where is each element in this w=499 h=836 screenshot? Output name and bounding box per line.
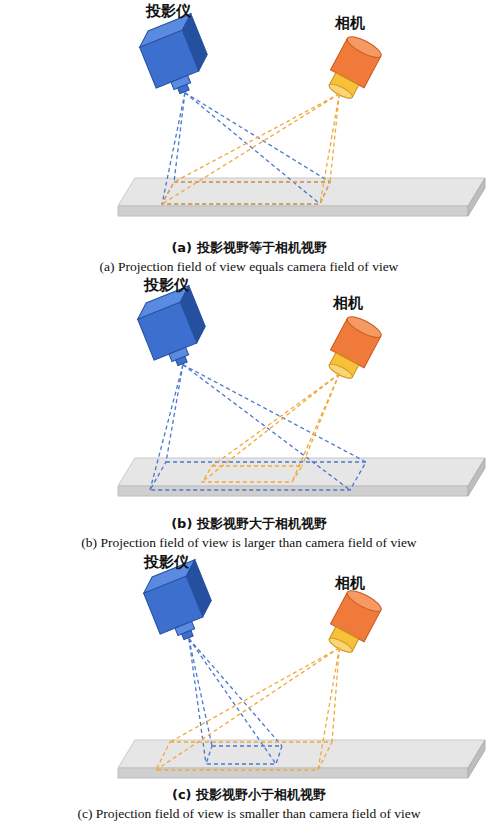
camera-icon: [322, 313, 384, 384]
camera-icon: [322, 33, 384, 104]
plate-top: [118, 740, 485, 768]
projection-field: [150, 365, 366, 490]
plate-front: [118, 206, 468, 216]
device-label: 相机: [333, 294, 363, 312]
caption-zh: (b) 投影视野大于相机视野: [171, 516, 327, 532]
projector-icon: [135, 14, 217, 101]
camera-icon: [322, 587, 384, 658]
device-label: 相机: [335, 574, 365, 592]
device-label: 投影仪: [144, 553, 189, 571]
plate-front: [118, 486, 468, 496]
camera-field: [162, 94, 339, 204]
projector-icon: [133, 286, 215, 373]
device-label: 投影仪: [146, 2, 191, 20]
caption-en: (a) Projection field of view equals came…: [100, 259, 399, 275]
device-label: 投影仪: [144, 276, 189, 294]
camera-field: [202, 374, 339, 482]
projection-field: [162, 93, 330, 204]
camera-field: [156, 648, 339, 770]
plate-top: [118, 178, 485, 206]
caption-en: (c) Projection field of view is smaller …: [78, 806, 421, 822]
projection-field: [189, 639, 282, 764]
plate-side: [468, 740, 485, 778]
plate-side: [468, 458, 485, 496]
projector-icon: [139, 560, 221, 647]
caption-zh: (c) 投影视野小于相机视野: [172, 787, 326, 803]
caption-en: (b) Projection field of view is larger t…: [81, 535, 416, 551]
plate-side: [468, 178, 485, 216]
caption-zh: (a) 投影视野等于相机视野: [171, 240, 326, 256]
device-label: 相机: [335, 14, 365, 32]
